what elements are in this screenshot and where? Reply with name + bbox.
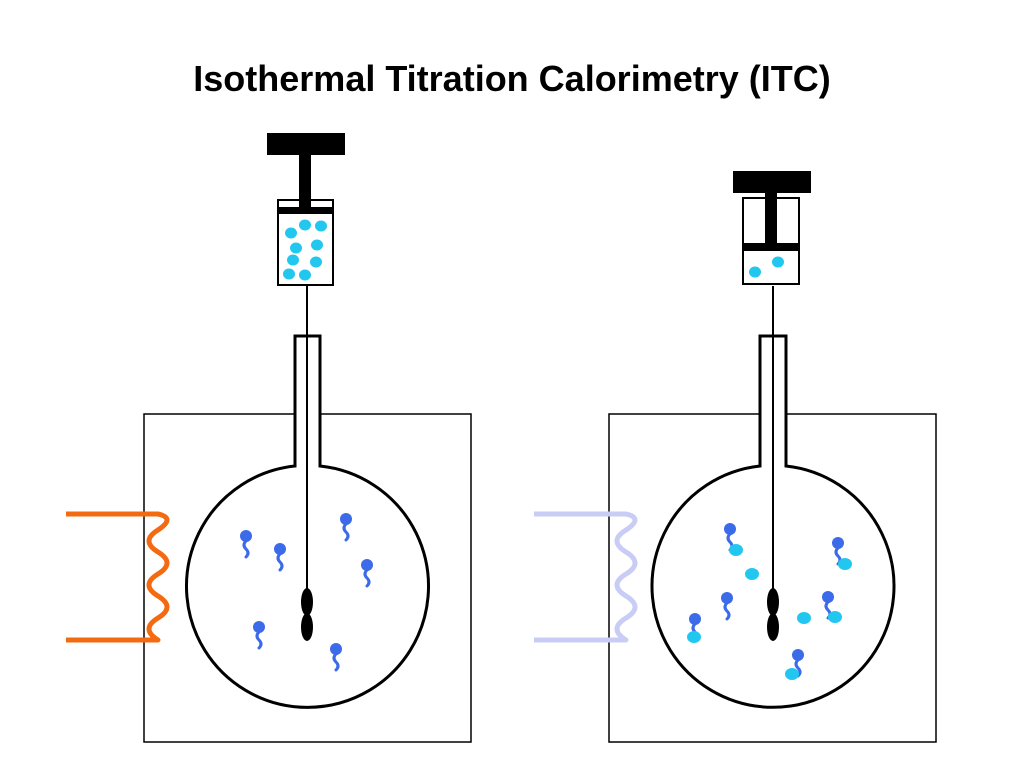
stirrer-icon xyxy=(767,588,779,641)
ligand-icon xyxy=(749,256,784,278)
panel-after xyxy=(534,171,937,743)
plunger-icon xyxy=(267,133,345,207)
ligand-icon xyxy=(687,544,852,680)
heater-coil-icon xyxy=(534,511,638,643)
stirrer-icon xyxy=(301,588,313,641)
page-title: Isothermal Titration Calorimetry (ITC) xyxy=(193,58,831,99)
ligand-icon xyxy=(283,219,327,281)
plunger-icon xyxy=(733,171,811,245)
syringe-icon xyxy=(277,199,334,286)
panel-before xyxy=(66,133,472,743)
heater-coil-icon xyxy=(66,511,170,643)
